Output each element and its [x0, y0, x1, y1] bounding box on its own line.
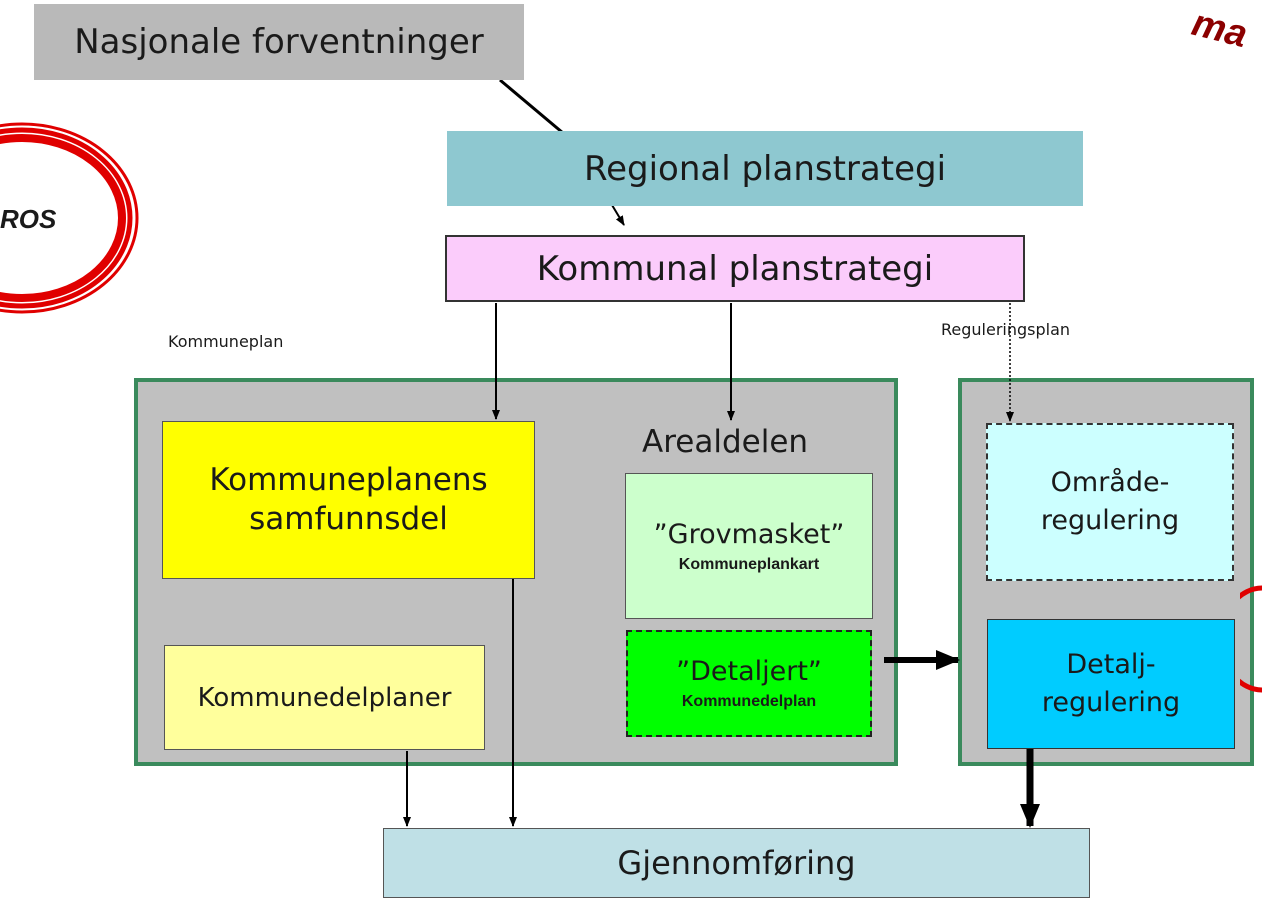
omraderegulering-line-2: regulering [1040, 505, 1180, 536]
grovmasket-label: ”Grovmasket” [653, 518, 845, 550]
reguleringsplan-title: Reguleringsplan [941, 320, 1071, 339]
national-expectations-box: Nasjonale forventninger [34, 4, 524, 80]
detaljert-sublabel: Kommunedelplan [681, 693, 817, 710]
samfunnsdel-box: Kommuneplanens samfunnsdel [162, 421, 535, 579]
arealdelen-title: Arealdelen [642, 424, 809, 460]
kommuneplan-title: Kommuneplan [168, 332, 284, 351]
omraderegulering-box: Område- regulering [986, 423, 1234, 581]
regional-strategy-label: Regional planstrategi [583, 148, 947, 189]
gjennomforing-label: Gjennomføring [617, 844, 856, 882]
detaljregulering-line-1: Detalj- [1066, 649, 1156, 681]
regional-strategy-box: Regional planstrategi [447, 131, 1083, 206]
national-expectations-label: Nasjonale forventninger [74, 22, 484, 62]
samfunnsdel-line-2: samfunnsdel [249, 501, 448, 537]
omraderegulering-line-1: Område- [1050, 467, 1170, 499]
grovmasket-sublabel: Kommuneplankart [678, 555, 820, 573]
partial-stamp-ring [1240, 585, 1262, 693]
grovmasket-box: ”Grovmasket” Kommuneplankart [625, 473, 873, 619]
kommunedelplaner-box: Kommunedelplaner [164, 645, 485, 750]
detaljregulering-box: Detalj- regulering [987, 619, 1235, 749]
arrow-regional-to-kommunal [611, 204, 625, 226]
municipal-strategy-label: Kommunal planstrategi [536, 248, 934, 289]
arrow-national-to-regional [499, 78, 564, 135]
ros-stamp-label: ROS [0, 204, 57, 234]
detaljert-box: ”Detaljert” Kommunedelplan [626, 630, 872, 737]
detaljert-label: ”Detaljert” [676, 656, 822, 687]
municipal-strategy-box: Kommunal planstrategi [445, 235, 1025, 302]
samfunnsdel-line-1: Kommuneplanens [209, 462, 488, 499]
kommunedelplaner-label: Kommunedelplaner [197, 682, 452, 713]
detaljregulering-line-2: regulering [1041, 687, 1181, 718]
ros-stamp [0, 122, 139, 314]
